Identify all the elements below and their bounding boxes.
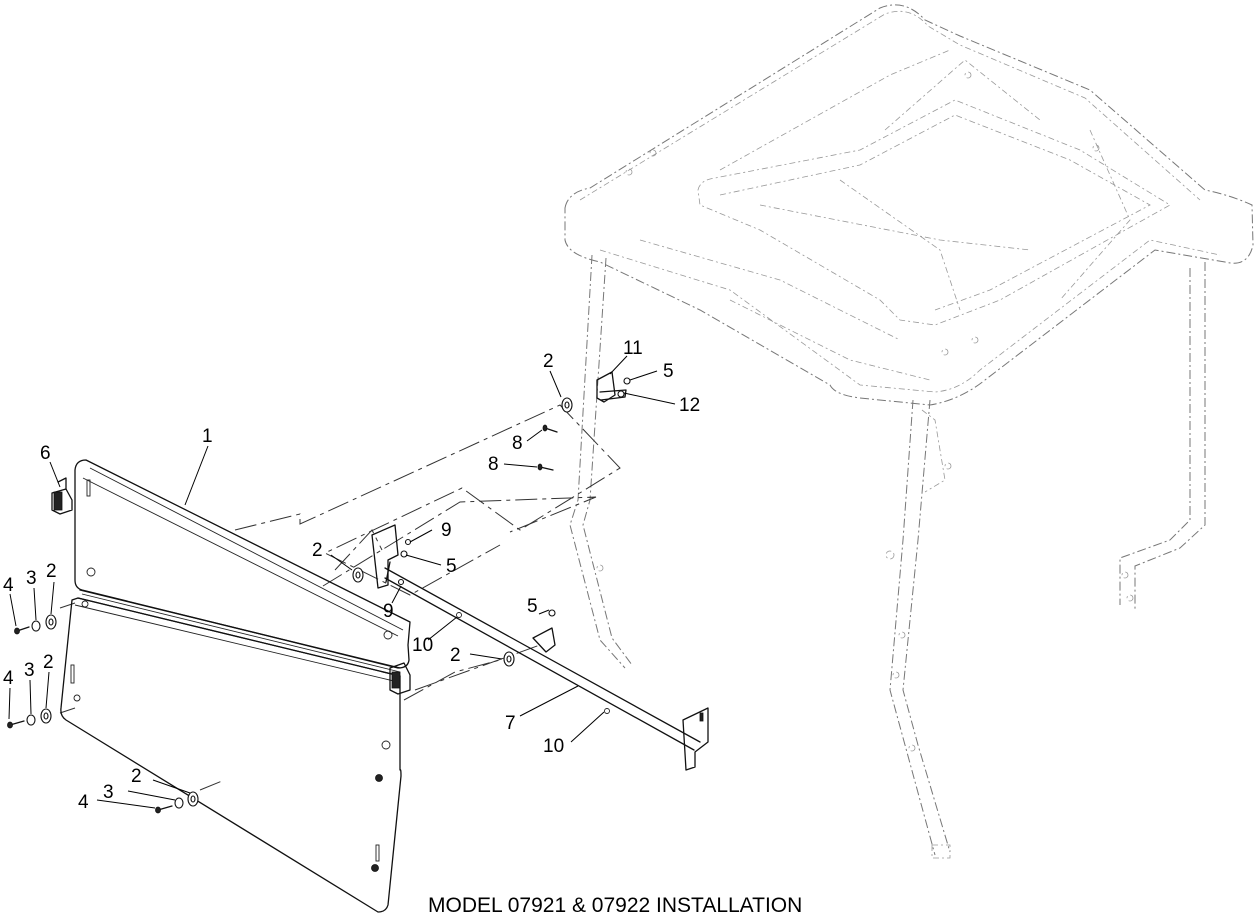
callout-1: 1	[202, 426, 213, 447]
top-bracket	[596, 371, 627, 403]
latch-clip	[51, 477, 73, 515]
callout-8: 8	[488, 454, 499, 475]
callout-6: 6	[40, 443, 51, 464]
callout-2: 2	[543, 351, 554, 372]
canopy-phantom	[564, 4, 1254, 859]
callout-4: 4	[3, 668, 14, 689]
callout-4: 4	[3, 575, 14, 596]
diagram-caption: MODEL 07921 & 07922 INSTALLATION	[428, 894, 802, 917]
callout-numbers: 1 6 2 11 5 12 8 8 2 9 5 9 10 5 2 7 10 4 …	[3, 338, 700, 813]
callout-3: 3	[24, 660, 35, 681]
callout-12: 12	[679, 395, 700, 416]
callout-2: 2	[46, 561, 57, 582]
callout-2: 2	[43, 652, 54, 673]
callout-10: 10	[412, 635, 433, 656]
callout-3: 3	[26, 568, 37, 589]
callout-5: 5	[527, 596, 538, 617]
callout-5: 5	[446, 556, 457, 577]
callout-3: 3	[103, 782, 114, 803]
callout-11: 11	[623, 338, 643, 359]
callout-2: 2	[312, 540, 323, 561]
callout-9: 9	[441, 520, 452, 541]
callout-10: 10	[543, 736, 564, 757]
latch-clip-right	[389, 662, 411, 695]
leader-lines	[8, 355, 676, 809]
callout-2: 2	[450, 645, 461, 666]
callout-4: 4	[78, 792, 89, 813]
callout-9: 9	[383, 601, 394, 622]
callout-5: 5	[663, 361, 674, 382]
callout-7: 7	[505, 713, 516, 734]
front-panel	[60, 459, 411, 913]
support-bar	[371, 524, 709, 771]
callout-8: 8	[512, 433, 523, 454]
hardware	[7, 377, 631, 814]
callout-2: 2	[131, 766, 142, 787]
